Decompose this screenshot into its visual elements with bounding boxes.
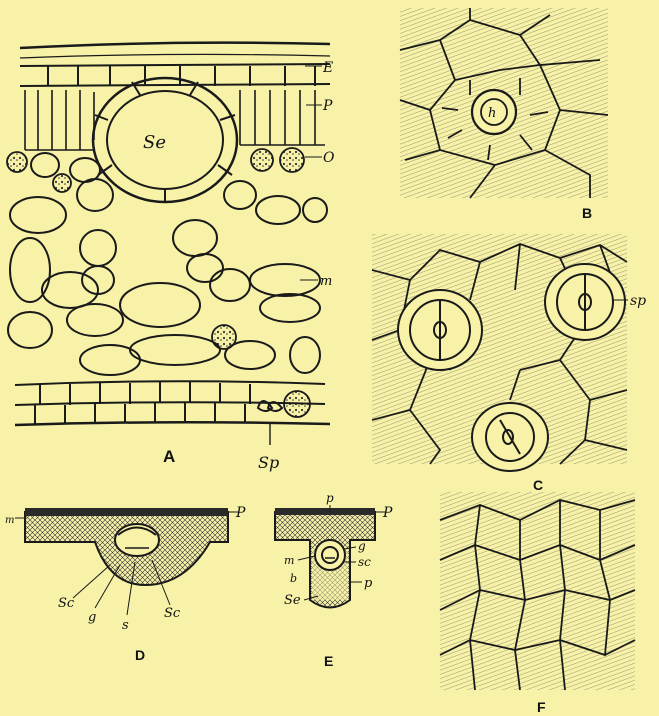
label-e-m: m bbox=[284, 554, 294, 567]
label-e-p: P bbox=[382, 505, 393, 521]
panel-b: h B bbox=[400, 8, 608, 221]
label-d-m: m bbox=[5, 515, 14, 526]
cuticle bbox=[20, 43, 330, 58]
label-se: Se bbox=[143, 132, 166, 153]
label-p: P bbox=[322, 98, 333, 114]
label-sp: Sp bbox=[258, 453, 279, 472]
label-h: h bbox=[488, 106, 496, 121]
label-e-sc: sc bbox=[358, 555, 371, 569]
stoma-c1 bbox=[398, 290, 482, 370]
panel-c: sp C bbox=[372, 234, 646, 493]
label-m: m bbox=[320, 274, 332, 289]
label-d-s: s bbox=[122, 618, 129, 633]
panel-a bbox=[7, 43, 330, 445]
panel-d: m P Sc g s Sc D bbox=[5, 505, 246, 663]
label-e-se: Se bbox=[284, 593, 301, 608]
label-e-g: g bbox=[358, 539, 366, 553]
panel-letter-e: E bbox=[324, 653, 333, 669]
label-e-p-lower: p bbox=[364, 576, 373, 591]
label-sp-c: sp bbox=[630, 293, 646, 309]
panel-letter-f: F bbox=[537, 699, 546, 715]
stoma-c3 bbox=[472, 403, 548, 471]
palisade-layer bbox=[25, 90, 325, 150]
panel-letter-b: B bbox=[582, 205, 592, 221]
label-e-b: b bbox=[290, 572, 297, 585]
label-d-sc-left: Sc bbox=[58, 596, 75, 611]
label-o: O bbox=[323, 150, 335, 166]
label-d-sc-right: Sc bbox=[164, 606, 181, 621]
label-d-g: g bbox=[88, 610, 96, 625]
panel-letter-d: D bbox=[135, 647, 145, 663]
stoma-c2 bbox=[545, 264, 625, 340]
panel-e: p P m b g sc p Se E bbox=[275, 491, 393, 669]
label-d-p: P bbox=[235, 505, 246, 521]
label-e: E bbox=[322, 60, 333, 76]
upper-epidermis bbox=[20, 64, 330, 86]
panel-f: F bbox=[440, 492, 635, 715]
lower-epidermis bbox=[15, 381, 330, 425]
panel-letter-a: A bbox=[163, 447, 175, 466]
panel-letter-c: C bbox=[533, 477, 543, 493]
label-e-p-top: p bbox=[326, 491, 334, 505]
